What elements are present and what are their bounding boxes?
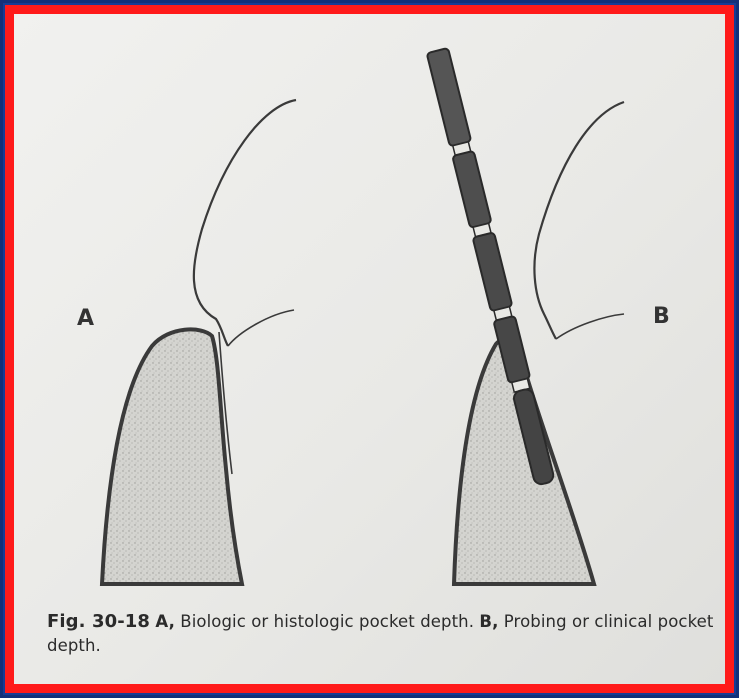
caption-text-a: Biologic or histologic pocket depth. bbox=[175, 612, 479, 631]
tooth-a-drawing bbox=[102, 100, 296, 584]
figure-caption: Fig. 30-18 A, Biologic or histologic poc… bbox=[47, 610, 717, 658]
tooth-b-gingiva-line bbox=[556, 314, 624, 339]
caption-ref-b: B, bbox=[479, 612, 498, 631]
tooth-b-crown-outline bbox=[534, 102, 624, 339]
figure-number: Fig. 30-18 bbox=[47, 611, 150, 632]
tooth-a-crown-outline bbox=[194, 100, 296, 346]
label-a: A bbox=[77, 306, 94, 331]
textbook-page: A B Fig. 30-18 A, Biologic or histologic… bbox=[14, 14, 725, 684]
periodontal-pocket-diagram bbox=[14, 14, 725, 684]
tooth-a-gingiva-line bbox=[228, 310, 294, 346]
label-b: B bbox=[653, 304, 670, 329]
caption-ref-a: A, bbox=[155, 612, 175, 631]
